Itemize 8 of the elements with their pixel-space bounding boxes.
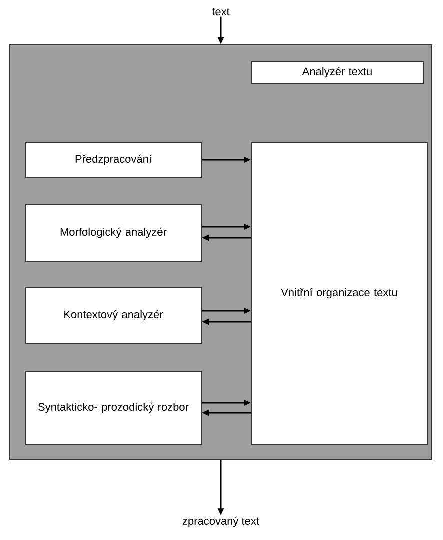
- process-box: Kontextový analyzér: [25, 287, 202, 344]
- caption-text: text: [212, 8, 230, 16]
- caption-text: zpracovaný text: [182, 516, 260, 528]
- process-box: Morfologický analyzér: [25, 204, 202, 262]
- process-box: Syntakticko- prozodický rozbor: [25, 371, 202, 445]
- title-box: Analyzér textu: [251, 61, 424, 84]
- organization-box: Vnitřní organizace textu: [251, 142, 428, 445]
- process-box: Předzpracování: [25, 142, 202, 178]
